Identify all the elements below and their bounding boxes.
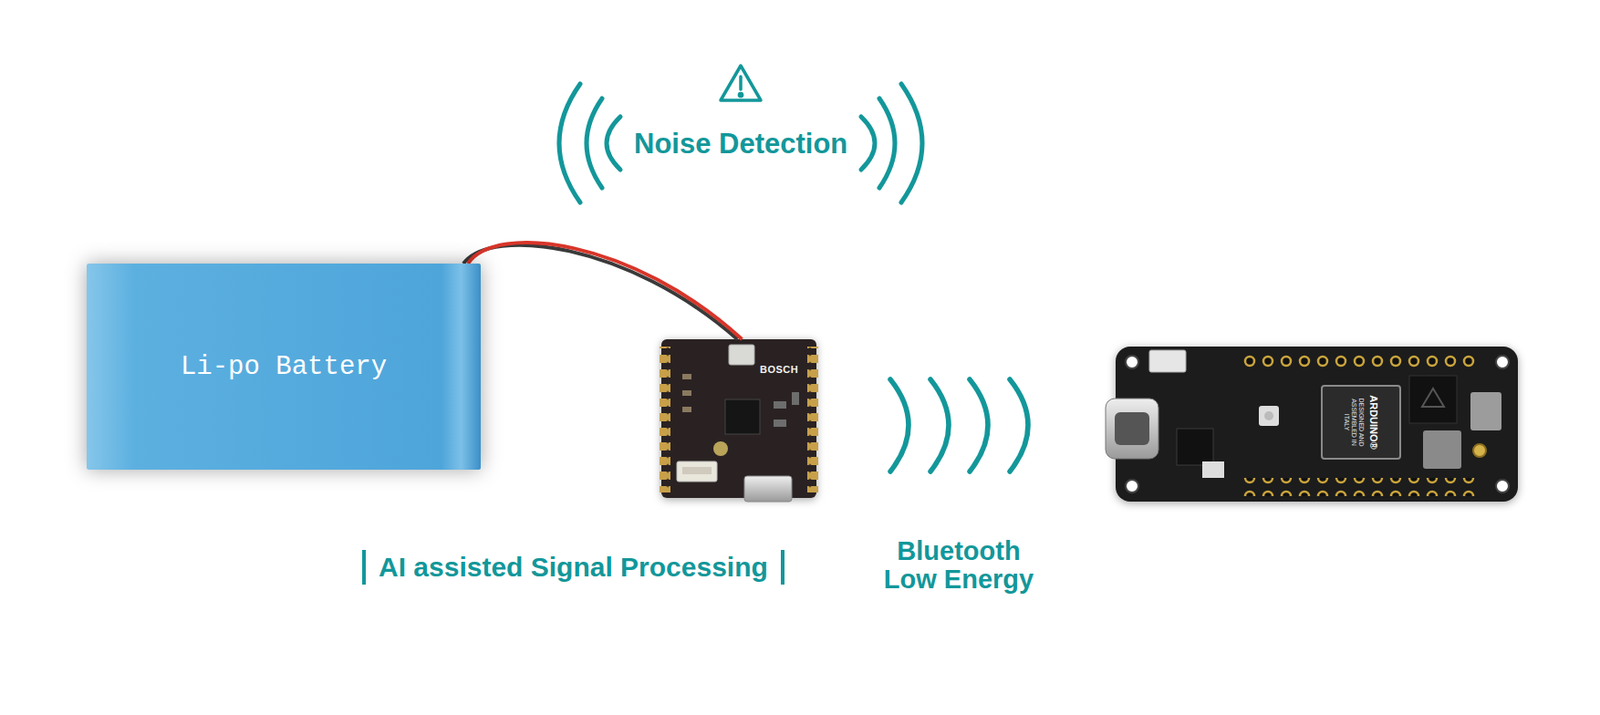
cable-wire (467, 242, 742, 340)
chip-brand: ARDUINO® (1368, 394, 1380, 449)
section-heading: Noise Detection (633, 127, 848, 160)
section-heading-box: Noise Detection (633, 127, 848, 161)
silkscreen-text: BOSCH (759, 363, 799, 375)
power-cable (463, 242, 742, 340)
bracketed-caption-box: AI assisted Signal Processing (362, 550, 785, 585)
controller-board-drawing (1105, 346, 1518, 502)
bracketed-caption: AI assisted Signal Processing (378, 551, 769, 582)
link-caption: Bluetooth Low Energy (883, 536, 1034, 594)
warning-icon (720, 65, 761, 101)
battery-label: Li-po Battery (180, 352, 387, 383)
sensor-board-drawing (659, 339, 819, 502)
sensor-board: BOSCH (661, 339, 817, 499)
chip-marking: DESIGNED AND ASSEMBLED IN ITALY (1342, 390, 1365, 455)
battery-pack: Li-po Battery (86, 263, 481, 470)
cable-wire (463, 245, 738, 340)
controller-board: ARDUINO®DESIGNED AND ASSEMBLED IN ITALY (1115, 346, 1518, 502)
chip-marking-block: ARDUINO®DESIGNED AND ASSEMBLED IN ITALY (1324, 387, 1398, 458)
sound-waves (559, 83, 923, 203)
radio-waves (890, 379, 1029, 472)
link-caption-box: Bluetooth Low Energy (876, 537, 1041, 594)
